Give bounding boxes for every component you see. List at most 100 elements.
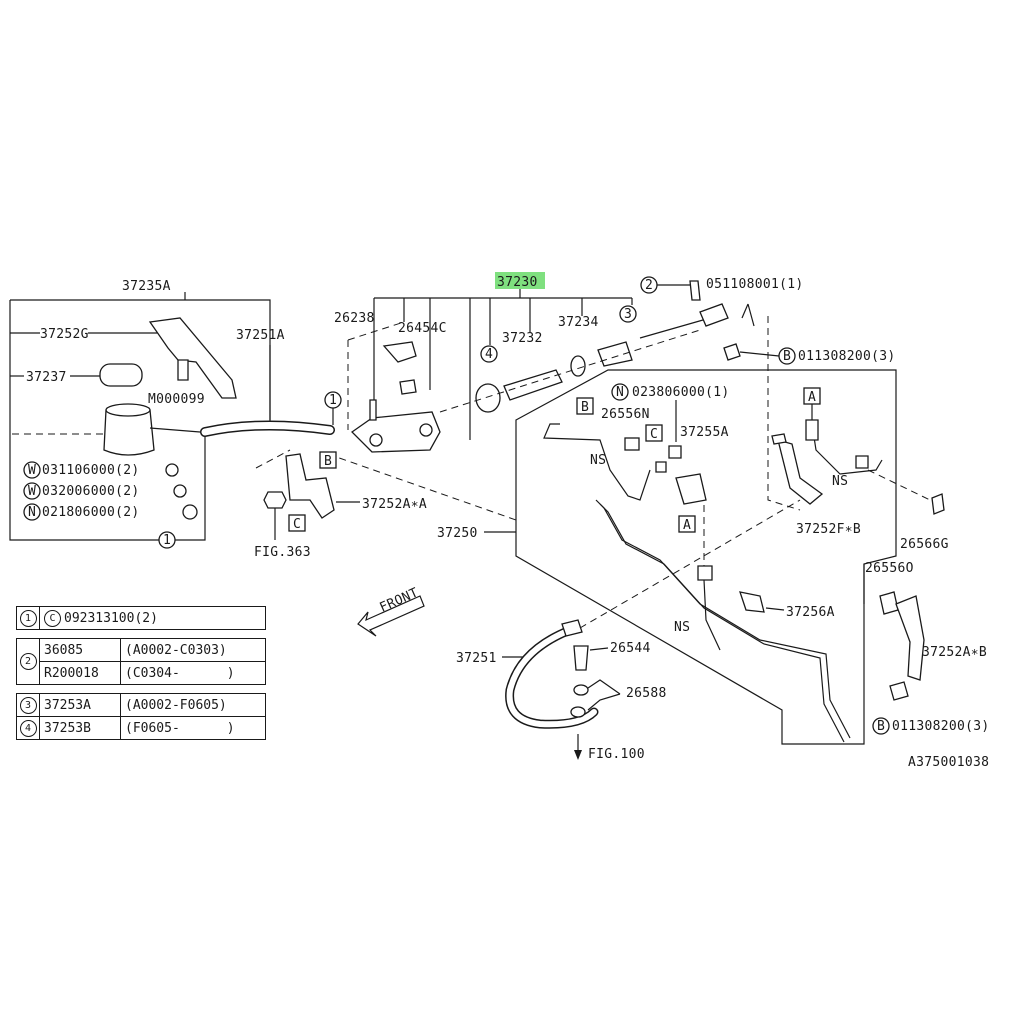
marker-1-hose: 1 xyxy=(329,393,337,408)
label-26238: 26238 xyxy=(334,311,375,326)
label-031106000: 031106000(2) xyxy=(42,463,140,478)
clip-37256A xyxy=(739,591,765,613)
label-37234: 37234 xyxy=(558,315,599,330)
label-37250: 37250 xyxy=(437,526,478,541)
label-FIG100: FIG.100 xyxy=(588,747,645,762)
marker-B-top: B xyxy=(783,349,791,364)
label-37252G: 37252G xyxy=(40,327,89,342)
washer-26588-b xyxy=(570,706,586,718)
piston-37232 xyxy=(503,369,563,401)
row4-range: (F0605- ) xyxy=(120,717,265,739)
label-26454C: 26454C xyxy=(398,321,447,336)
clevis-pin-group: 2 051108001(1) B 011308200(3) xyxy=(640,276,896,365)
box-C-left: C xyxy=(293,517,301,532)
row1-index: 1 xyxy=(19,609,37,627)
label-051108001: 051108001(1) xyxy=(706,277,804,292)
marker-3: 3 xyxy=(624,307,632,322)
label-M000099: M000099 xyxy=(148,392,205,407)
row2b-range: (C0304- ) xyxy=(120,662,265,684)
label-FIG363: FIG.363 xyxy=(254,545,311,560)
washer-032006000: W 032006000(2) xyxy=(23,482,187,500)
label-ns-2: NS xyxy=(674,620,690,635)
boot xyxy=(597,341,633,367)
front-arrow: FRONT xyxy=(357,585,425,637)
highlight-37230 xyxy=(495,272,545,289)
label-37255A: 37255A xyxy=(680,425,729,440)
bracket-37252A-A xyxy=(285,453,335,519)
reservoir-cap xyxy=(99,363,143,387)
diagram-id: A375001038 xyxy=(908,755,989,770)
bracket-37252A-B-group: 26556O 37252A∗B B 011308200(3) xyxy=(863,561,990,735)
box-B-mid: B xyxy=(581,400,589,415)
row2a-part: 36085 xyxy=(44,642,84,658)
washer-031106000: W 031106000(2) xyxy=(23,461,179,479)
label-37230: 37230 xyxy=(497,275,538,290)
push-rod-clevis xyxy=(699,303,729,327)
reservoir-group: 37235A 37252G 37237 M000099 W 031106000(… xyxy=(9,279,271,549)
label-ns-1: NS xyxy=(590,453,606,468)
marker-2: 2 xyxy=(645,278,653,293)
label-011308200-bottom: 011308200(3) xyxy=(892,719,990,734)
label-26556O: 26556O xyxy=(865,561,914,576)
nut-021806000: N 021806000(2) xyxy=(23,503,198,521)
master-cylinder-group: 37230 26238 26454C 37232 37234 4 3 xyxy=(334,272,729,453)
row2b-part: R200018 xyxy=(44,665,99,681)
label-011308200-top: 011308200(3) xyxy=(798,349,896,364)
table-group-2: 2 36085 (A0002-C0303) R200018 (C0304- ) xyxy=(16,638,266,685)
o-ring xyxy=(475,383,501,413)
label-37251A: 37251A xyxy=(236,328,285,343)
marker-N: N xyxy=(616,385,624,400)
bolt-icon xyxy=(177,359,189,381)
box-C-mid: C xyxy=(650,427,658,442)
label-front: FRONT xyxy=(378,585,421,615)
label-26556N: 26556N xyxy=(601,407,650,422)
label-37252F-B: 37252F∗B xyxy=(796,522,861,537)
label-37232: 37232 xyxy=(502,331,543,346)
label-37252A-A: 37252A∗A xyxy=(362,497,427,512)
label-37252A-B: 37252A∗B xyxy=(922,645,987,660)
box-A-right: A xyxy=(808,390,816,405)
marker-1-bottom: 1 xyxy=(163,533,171,548)
svg-text:W: W xyxy=(28,484,36,499)
row2-index: 2 xyxy=(19,652,37,670)
marker-4: 4 xyxy=(485,347,493,362)
label-37256A: 37256A xyxy=(786,605,835,620)
label-37237: 37237 xyxy=(26,370,67,385)
row3-range: (A0002-F0605) xyxy=(120,694,265,716)
label-ns-3: NS xyxy=(832,474,848,489)
row4-index: 4 xyxy=(19,719,37,737)
bracket-37252F xyxy=(777,439,824,505)
washer-26588-a xyxy=(573,684,589,696)
nut-icon xyxy=(263,491,287,509)
hose-37251A: 37251A 1 xyxy=(200,328,342,437)
row3-index: 3 xyxy=(19,696,37,714)
label-023806000: 023806000(1) xyxy=(632,385,730,400)
bracket-37252A-B xyxy=(895,595,925,681)
label-37251: 37251 xyxy=(456,651,497,666)
clamp-fitting xyxy=(382,341,417,363)
box-A-mid: A xyxy=(683,518,691,533)
bolt-icon-top xyxy=(723,343,741,361)
label-032006000: 032006000(2) xyxy=(42,484,140,499)
label-26588: 26588 xyxy=(626,686,667,701)
row4-part: 37253B xyxy=(39,717,120,739)
label-26544: 26544 xyxy=(610,641,651,656)
bracket-37252A-A-group: FIG.363 B C 37252A∗A xyxy=(254,449,517,560)
marker-B-bottom: B xyxy=(877,719,885,734)
row3-part: 37253A xyxy=(39,694,120,716)
clevis-pin xyxy=(689,280,701,301)
pipe-assembly-group: 37250 B 26556N N 023806000(1) C 37255A N… xyxy=(437,316,949,745)
bolt-26544 xyxy=(573,645,589,671)
hose-37251-group: 37251 26544 26588 FIG.100 xyxy=(456,499,801,762)
svg-text:N: N xyxy=(28,505,36,520)
label-26566G: 26566G xyxy=(900,537,949,552)
svg-text:W: W xyxy=(28,463,36,478)
table-group-3: 3 37253A (A0002-F0605) 4 37253B (F0605- … xyxy=(16,693,266,740)
bleeder-screw xyxy=(369,399,377,421)
label-37235A: 37235A xyxy=(122,279,171,294)
reservoir-bracket xyxy=(148,317,237,399)
